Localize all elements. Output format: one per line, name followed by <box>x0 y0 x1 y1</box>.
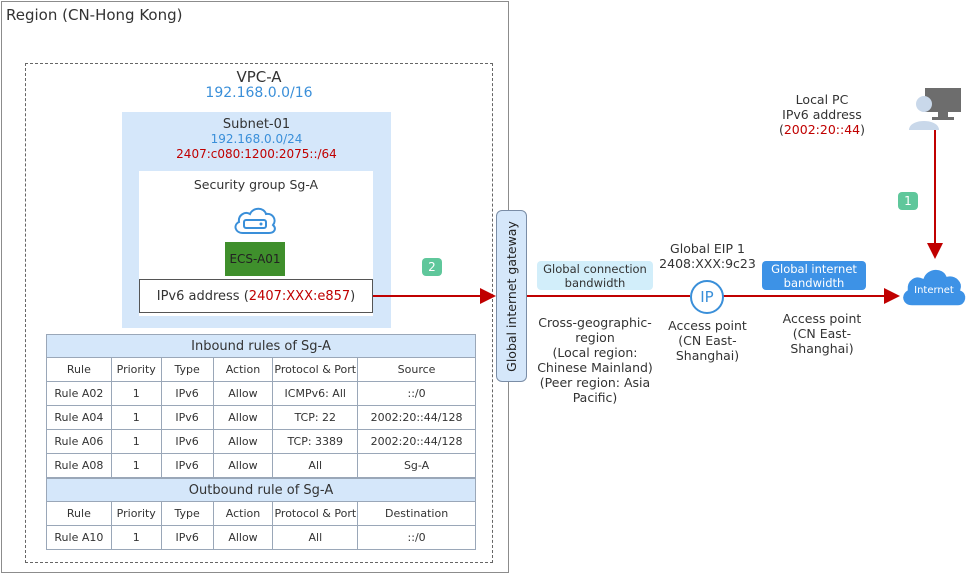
outbound-header-cell: Type <box>160 501 214 526</box>
table-cell: Allow <box>212 381 274 406</box>
outbound-rules-table: Outbound rule of Sg-A Rule Priority Type… <box>46 478 476 550</box>
vpc-cidr: 192.168.0.0/16 <box>205 85 313 101</box>
local-pc-line: Local PC <box>795 92 849 107</box>
global-connection-line2: bandwidth <box>564 276 626 290</box>
step-badge-2: 2 <box>422 258 442 276</box>
inbound-header-cell: Action <box>212 357 274 382</box>
table-cell: Allow <box>212 525 274 550</box>
table-cell: 2002:20::44/128 <box>357 405 476 430</box>
eip-title: Global EIP 1 <box>670 241 745 256</box>
internet-bandwidth-line1: Global internet <box>771 262 857 276</box>
eip-access-line: Access point <box>668 318 747 333</box>
internet-label: Internet <box>914 285 954 296</box>
table-row: Rule A02 1 IPv6 Allow ICMPv6: All ::/0 <box>46 381 476 406</box>
table-cell: 1 <box>110 525 162 550</box>
table-cell: IPv6 <box>160 405 214 430</box>
table-row: Rule A04 1 IPv6 Allow TCP: 22 2002:20::4… <box>46 405 476 430</box>
global-connection-line1: Global connection <box>543 262 647 276</box>
subnet-cidr: 192.168.0.0/24 <box>210 132 303 146</box>
eip-access-line: (CN East- <box>678 333 737 348</box>
inbound-header-cell: Priority <box>110 357 162 382</box>
user-pc-icon <box>909 88 961 130</box>
ecs-ipv6-address: IPv6 address (2407:XXX:e857) <box>139 279 373 313</box>
local-pc-label: Local PC IPv6 address (2002:20::44) <box>770 92 874 137</box>
outbound-header-cell: Priority <box>110 501 162 526</box>
cross-region-note: Cross-geographic- region (Local region: … <box>528 315 662 405</box>
table-cell: Rule A10 <box>46 525 112 550</box>
inbound-header-cell: Type <box>160 357 214 382</box>
table-cell: Rule A08 <box>46 453 112 478</box>
eip-icon <box>690 280 724 314</box>
local-pc-line: IPv6 address <box>782 107 862 122</box>
eip-icon-text: IP <box>700 288 714 306</box>
table-row: Rule A10 1 IPv6 Allow All ::/0 <box>46 525 476 550</box>
vpc-container <box>25 63 493 563</box>
table-cell: Rule A04 <box>46 405 112 430</box>
table-cell: Allow <box>212 453 274 478</box>
access-point-line: Access point <box>782 311 862 326</box>
global-connection-bandwidth: Global connection bandwidth <box>537 261 653 290</box>
ecs-ipv6-close: ) <box>350 288 356 304</box>
ecs-ipv6-label: IPv6 address ( <box>156 288 249 304</box>
access-point-line: Shanghai) <box>790 341 854 356</box>
table-cell: 1 <box>110 453 162 478</box>
table-cell: IPv6 <box>160 381 214 406</box>
outbound-header-row: Rule Priority Type Action Protocol & Por… <box>46 501 476 526</box>
internet-bandwidth-line2: bandwidth <box>783 276 845 290</box>
table-cell: 1 <box>110 381 162 406</box>
eip-access-line: Shanghai) <box>675 348 740 363</box>
global-internet-gateway <box>496 210 527 382</box>
table-row: Rule A06 1 IPv6 Allow TCP: 3389 2002:20:… <box>46 429 476 454</box>
access-point-right: Access point (CN East- Shanghai) <box>770 311 874 356</box>
outbound-header-cell: Action <box>212 501 274 526</box>
table-cell: All <box>272 453 359 478</box>
table-cell: All <box>272 525 359 550</box>
subnet-name: Subnet-01 <box>222 117 291 132</box>
local-pc-address-line: (2002:20::44) <box>770 122 874 137</box>
vpc-name: VPC-A <box>236 68 282 86</box>
step-badge-1: 1 <box>898 192 918 210</box>
cross-region-line: Chinese Mainland) <box>537 360 653 375</box>
table-cell: ::/0 <box>357 525 476 550</box>
internet-cloud-icon <box>901 268 967 307</box>
eip-access-point: Access point (CN East- Shanghai) <box>655 318 760 363</box>
table-cell: ICMPv6: All <box>272 381 359 406</box>
table-cell: 1 <box>110 405 162 430</box>
security-group-title: Security group Sg-A <box>193 177 319 192</box>
cross-region-line: region <box>575 330 615 345</box>
local-pc-open: ( <box>778 122 784 137</box>
ecs-instance: ECS-A01 <box>225 242 285 276</box>
table-cell: Sg-A <box>357 453 476 478</box>
subnet-ipv6-cidr: 2407:c080:1200:2075::/64 <box>176 147 337 161</box>
eip-address: 2408:XXX:9c23 <box>659 256 756 271</box>
region-title: Region (CN-Hong Kong) <box>6 6 183 24</box>
inbound-header-row: Rule Priority Type Action Protocol & Por… <box>46 357 476 382</box>
local-pc-close: ) <box>860 122 866 137</box>
outbound-header-cell: Rule <box>46 501 112 526</box>
outbound-header-cell: Destination <box>357 501 476 526</box>
cross-region-line: Cross-geographic- <box>538 315 652 330</box>
cloud-server-icon <box>234 207 276 234</box>
table-cell: 2002:20::44/128 <box>357 429 476 454</box>
local-pc-address: 2002:20::44 <box>783 122 861 137</box>
table-row: Rule A08 1 IPv6 Allow All Sg-A <box>46 453 476 478</box>
access-point-line: (CN East- <box>792 326 852 341</box>
cross-region-line: Pacific) <box>572 390 618 405</box>
cross-region-line: (Local region: <box>552 345 638 360</box>
cross-region-line: (Peer region: Asia <box>539 375 651 390</box>
table-cell: IPv6 <box>160 525 214 550</box>
inbound-rules-table: Inbound rules of Sg-A Rule Priority Type… <box>46 334 476 478</box>
global-internet-bandwidth: Global internet bandwidth <box>762 261 866 290</box>
ecs-ipv6-value: 2407:XXX:e857 <box>248 288 351 304</box>
